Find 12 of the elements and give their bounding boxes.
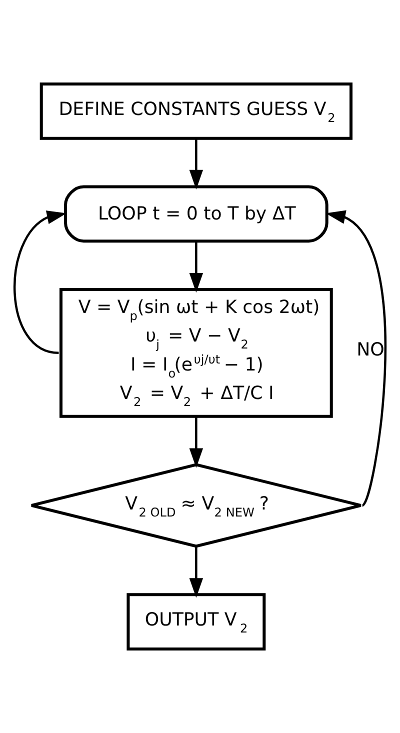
node-diamond: V$_{2 OLD}$ ≈ V$_{2 NEW}$ ? (30, 463, 362, 548)
arrow (189, 416, 204, 468)
node-box: DEFINE CONSTANTS GUESS V$_{2}$ (40, 82, 352, 140)
node-box: LOOP t = 0 to T by ΔT (64, 185, 328, 243)
node-box: OUTPUT V$_{2}$ (126, 593, 266, 650)
arrow (189, 242, 204, 293)
arrow (14, 210, 67, 354)
node-box: V = V$_{p}$(sin ωt + K cos 2ωt) υ$_{j}$ = V − V$_{2}$ I = I$_{o}$(e$^{υj/υt}$ − 1) V$_{2}$ = V$_{2}$ + ΔT/C I (59, 288, 333, 418)
arrow (189, 138, 204, 190)
arrow (189, 546, 204, 598)
arrow (326, 210, 386, 506)
edge-label: NO (356, 339, 384, 360)
